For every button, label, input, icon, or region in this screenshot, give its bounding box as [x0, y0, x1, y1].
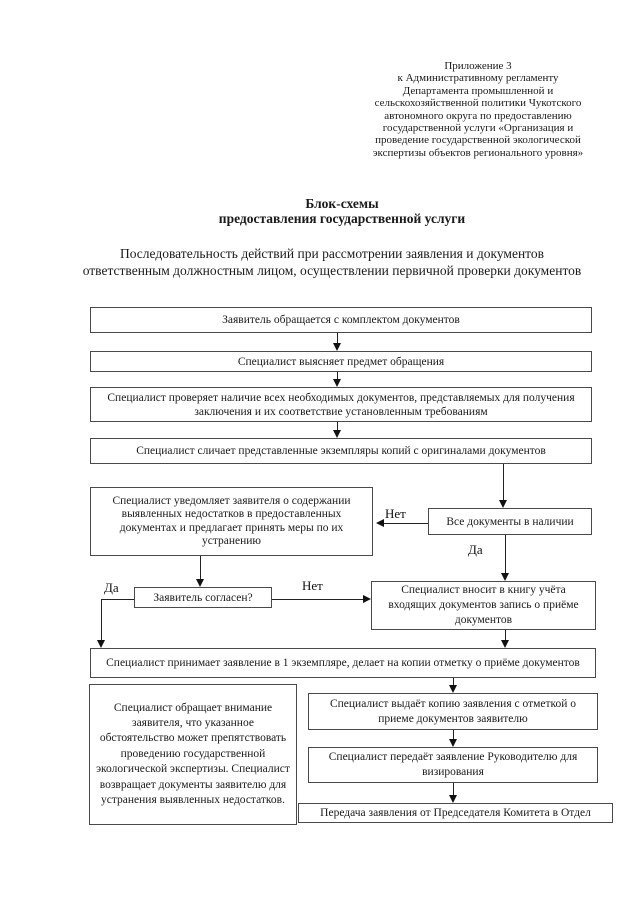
- arrow-alldocs-yes-head: [501, 573, 509, 581]
- flow-box-specialist-registers: Специалист вносит в книгу учёта входящих…: [371, 581, 596, 630]
- arrow-submits-to-clarifies-head: [333, 343, 341, 351]
- arrow-agrees-no-line: [272, 599, 364, 600]
- flow-box-specialist-notifies: Специалист уведомляет заявителя о содерж…: [90, 487, 373, 556]
- header-line: Приложение 3: [444, 60, 512, 72]
- arrow-accepts-to-issues-head: [449, 685, 457, 693]
- flow-box-applicant-submits: Заявитель обращается с комплектом докуме…: [90, 307, 592, 333]
- arrow-alldocs-yes-line: [505, 535, 506, 574]
- header-line: автономного округа по предоставлению: [384, 109, 572, 122]
- flow-box-specialist-issues-copy: Специалист выдаёт копию заявления с отме…: [308, 693, 598, 730]
- arrow-passes-to-transfer-head: [449, 795, 457, 803]
- page-title-line2: предоставления государственной услуги: [218, 211, 466, 226]
- arrow-accepts-to-issues-line: [453, 678, 454, 686]
- arrow-agrees-yes-hline: [101, 599, 134, 600]
- arrow-checks-to-compares-head: [333, 430, 341, 438]
- arrow-issues-to-passes-line: [453, 730, 454, 740]
- header-line: Департамента промышленной и: [402, 84, 554, 97]
- page-title: Блок-схемы предоставления государственно…: [142, 196, 542, 226]
- flow-box-transfer-to-department: Передача заявления от Председателя Комит…: [298, 803, 613, 823]
- label-no-agrees: Нет: [302, 578, 323, 593]
- arrow-notifies-to-agrees-line: [200, 556, 201, 580]
- flow-box-specialist-compares: Специалист сличает представленные экземп…: [90, 438, 592, 464]
- arrow-agrees-yes-head: [97, 640, 105, 648]
- arrow-registers-to-accepts-head: [501, 640, 509, 648]
- arrow-alldocs-no-head: [376, 519, 384, 527]
- flow-box-specialist-accepts: Специалист принимает заявление в 1 экзем…: [90, 648, 596, 678]
- flow-box-specialist-checks: Специалист проверяет наличие всех необхо…: [90, 387, 592, 422]
- arrow-compares-to-alldocs-line: [503, 464, 504, 501]
- header-line: сельскохозяйственной политики Чукотского: [374, 97, 582, 110]
- header-line: экспертизы объектов регионального уровня…: [372, 146, 584, 159]
- header-line: к Административному регламенту: [397, 72, 559, 85]
- arrow-clarifies-to-checks-line: [337, 372, 338, 380]
- label-yes-documents: Да: [468, 542, 483, 557]
- arrow-compares-to-alldocs-head: [499, 500, 507, 508]
- appendix-header: Приложение 3 к Административному регламе…: [320, 60, 636, 159]
- flow-box-all-documents-present: Все документы в наличии: [428, 508, 592, 535]
- flow-box-specialist-passes: Специалист передаёт заявление Руководите…: [308, 747, 598, 783]
- page-title-line1: Блок-схемы: [305, 196, 379, 211]
- arrow-issues-to-passes-head: [449, 739, 457, 747]
- arrow-notifies-to-agrees-head: [196, 579, 204, 587]
- arrow-agrees-yes-vline: [101, 599, 102, 641]
- label-no-documents: Нет: [385, 506, 406, 521]
- arrow-registers-to-accepts-line: [505, 630, 506, 641]
- arrow-passes-to-transfer-line: [453, 783, 454, 796]
- flow-box-specialist-clarifies: Специалист выясняет предмет обращения: [90, 351, 592, 372]
- arrow-checks-to-compares-line: [337, 422, 338, 431]
- label-yes-agrees: Да: [104, 580, 119, 595]
- header-line: государственной услуги «Организация и: [382, 122, 574, 135]
- flow-box-applicant-agrees: Заявитель согласен?: [134, 587, 272, 608]
- arrow-agrees-no-head: [363, 595, 371, 603]
- header-line: проведение государственной экологической: [375, 134, 581, 147]
- arrow-clarifies-to-checks-head: [333, 379, 341, 387]
- flowchart-subtitle: Последовательность действий при рассмотр…: [82, 246, 582, 278]
- flow-box-specialist-warns: Специалист обращает внимание заявителя, …: [89, 684, 297, 825]
- arrow-submits-to-clarifies-line: [337, 333, 338, 344]
- arrow-alldocs-no-line: [384, 523, 428, 524]
